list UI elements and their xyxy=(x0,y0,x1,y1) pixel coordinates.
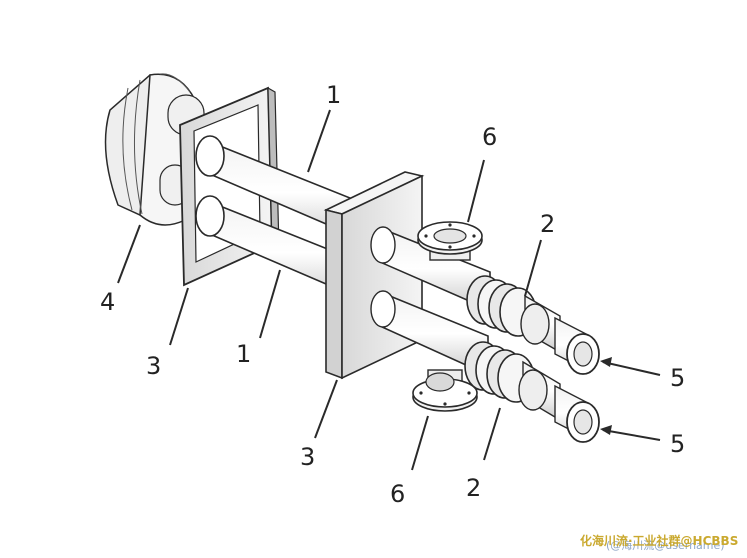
bottom-nozzle xyxy=(412,369,478,412)
label-flange-left: 3 xyxy=(146,352,161,380)
label-coupling-top: 2 xyxy=(540,210,555,238)
right-flange-plate xyxy=(323,171,425,380)
label-coupling-bottom: 2 xyxy=(466,474,481,502)
label-outlet-top: 5 xyxy=(670,364,685,392)
label-nozzle-bottom: 6 xyxy=(390,480,405,508)
label-end-cap: 4 xyxy=(100,288,115,316)
upper-coupling xyxy=(466,275,561,354)
watermark-sub: (@海川流@username) xyxy=(606,538,725,552)
label-outlet-bottom: 5 xyxy=(670,430,685,458)
upper-outlet xyxy=(554,316,600,375)
watermark: 化海川流·工业社群@HCBBS xyxy=(580,533,738,548)
leader-lines xyxy=(117,109,661,471)
lower-outlet xyxy=(554,384,600,443)
upper-outlet-tube xyxy=(370,226,491,312)
label-pipe-top: 1 xyxy=(326,81,341,109)
label-nozzle-top: 6 xyxy=(482,123,497,151)
label-pipe-bottom: 1 xyxy=(236,340,251,368)
label-flange-right: 3 xyxy=(300,443,315,471)
top-nozzle xyxy=(417,221,483,261)
lower-coupling xyxy=(464,341,561,422)
lower-outlet-tube xyxy=(370,290,489,377)
